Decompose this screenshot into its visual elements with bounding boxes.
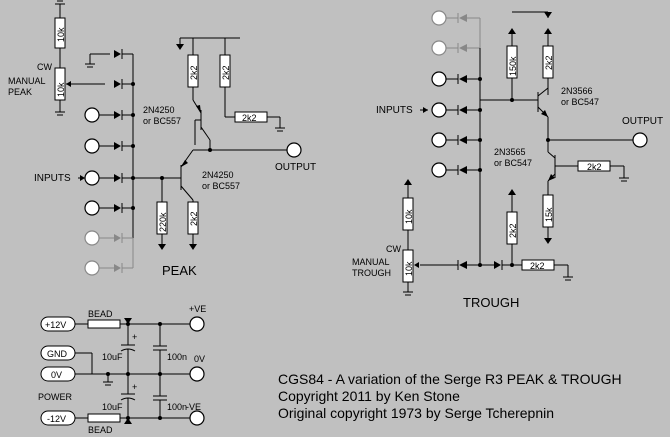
peak-r-bot-label: 2k2: [189, 211, 199, 226]
peak-input-jack-6[interactable]: [84, 260, 100, 276]
trough-cw-label: CW: [386, 244, 401, 254]
trough-manual-pot-label: 10k: [404, 261, 414, 276]
caption: CGS84 - A variation of the Serge R3 PEAK…: [278, 371, 622, 421]
peak-r-220k-label: 220k: [158, 212, 168, 232]
trough-input-jack-6[interactable]: [431, 162, 447, 178]
peak-t1-line1: 2N4250: [143, 105, 175, 115]
peak-input-jack-5[interactable]: [84, 230, 100, 246]
trough-diodes: [446, 13, 480, 175]
trough-input-jacks: [431, 10, 447, 178]
trough-transistor-2: [547, 140, 578, 182]
trough-input-jack-5[interactable]: [431, 132, 447, 148]
trough-r-bot-label: 2k2: [530, 261, 545, 271]
trough-manual-line1: MANUAL: [352, 257, 390, 267]
power-cap4-label: 100n: [167, 402, 187, 412]
peak-input-jacks: [84, 107, 100, 276]
peak-input-jack-3[interactable]: [84, 170, 100, 186]
power-minus-ve-node: [189, 410, 205, 426]
power-gnd-label: GND: [47, 349, 68, 359]
power-zero-v-label: 0V: [194, 354, 205, 364]
caption-line3: Original copyright 1973 by Serge Tcherep…: [278, 405, 554, 421]
peak-t1-line2: or BC557: [143, 116, 181, 126]
power-cap3-label: 100n: [167, 352, 187, 362]
peak-transistor-2: [133, 149, 194, 201]
trough-r-15k-label: 15k: [544, 207, 554, 222]
peak-r-top1-label: 2k2: [189, 65, 199, 80]
trough-t1-line2: or BC547: [561, 97, 599, 107]
trough-inputs-label: INPUTS: [376, 105, 413, 116]
peak-cw-label: CW: [37, 62, 52, 72]
power-cap1-label: 10uF: [102, 352, 123, 362]
power-bead2-label: BEAD: [88, 425, 113, 435]
peak-output-label: OUTPUT: [275, 162, 316, 173]
trough-transistor-1: [480, 87, 549, 118]
trough-r-top-label: 2k2: [544, 55, 554, 70]
power-plus-sign2: +: [132, 382, 137, 392]
trough-pot-top-label: 10k: [404, 209, 414, 224]
trough-output-label: OUTPUT: [622, 116, 663, 127]
peak-inputs-label: INPUTS: [34, 173, 71, 184]
trough-circuit: INPUTS 150k 2k2 2N3566 or BC547: [352, 10, 663, 310]
power-minus12-label: -12V: [47, 414, 66, 424]
peak-pot-top-label: 10k: [56, 27, 66, 42]
power-plus-ve-node: [189, 316, 205, 332]
peak-input-jack-4[interactable]: [84, 200, 100, 216]
power-plus-ve-label: +VE: [189, 304, 206, 314]
power-bead-2: [87, 413, 121, 423]
peak-manual-pot-label: 10k: [56, 82, 66, 97]
peak-input-jack-1[interactable]: [84, 107, 100, 123]
caption-line1: CGS84 - A variation of the Serge R3 PEAK…: [278, 371, 622, 387]
trough-title: TROUGH: [463, 295, 519, 310]
power-zero-label: 0V: [51, 370, 62, 380]
power-bead-1: [87, 319, 121, 329]
trough-r-left-label: 2k2: [508, 223, 518, 238]
peak-manual-line1: MANUAL: [8, 76, 46, 86]
trough-t1-line1: 2N3566: [561, 86, 593, 96]
power-circuit: +12V GND 0V POWER -12V BEAD +VE 0V: [38, 304, 206, 435]
trough-r-mid-label: 2k2: [587, 162, 602, 172]
peak-transistor-1: [192, 99, 211, 145]
trough-input-jack-1[interactable]: [431, 10, 447, 26]
power-plus-sign1: +: [132, 332, 137, 342]
peak-r-top2-label: 2k2: [221, 65, 231, 80]
power-plus12-label: +12V: [45, 320, 66, 330]
peak-t2-line1: 2N4250: [202, 170, 234, 180]
trough-output-jack[interactable]: [632, 132, 648, 148]
power-cap2-label: 10uF: [102, 402, 123, 412]
trough-manual-line2: TROUGH: [352, 268, 391, 278]
power-minus-ve-label: -VE: [186, 402, 201, 412]
peak-r-emit-label: 2k2: [242, 113, 257, 123]
caption-line2: Copyright 2011 by Ken Stone: [278, 388, 460, 404]
power-zero-v-node: [189, 366, 205, 382]
trough-input-jack-3[interactable]: [431, 71, 447, 87]
peak-t2-line2: or BC557: [202, 181, 240, 191]
power-bead1-label: BEAD: [88, 309, 113, 319]
peak-input-jack-2[interactable]: [84, 138, 100, 154]
trough-r-150k-label: 150k: [508, 56, 518, 76]
trough-input-jack-2[interactable]: [431, 40, 447, 56]
trough-t2-line1: 2N3565: [494, 147, 526, 157]
trough-t2-line2: or BC547: [494, 158, 532, 168]
peak-output-jack[interactable]: [286, 142, 302, 158]
trough-input-jack-4[interactable]: [431, 102, 447, 118]
peak-circuit: 10k 10k CW MANUAL PEAK: [8, 0, 316, 278]
peak-manual-line2: PEAK: [8, 87, 32, 97]
power-label: POWER: [38, 392, 73, 402]
peak-diodes: [99, 49, 133, 273]
peak-title: PEAK: [162, 263, 197, 278]
